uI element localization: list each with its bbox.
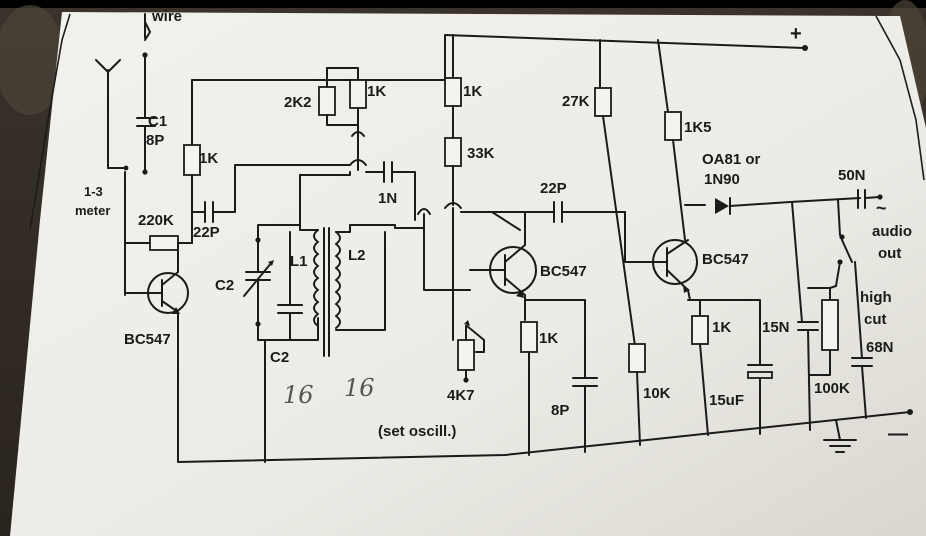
label-audio: audio (872, 223, 912, 240)
label-r-27k: 27K (562, 93, 590, 110)
label-r-1k-d: 1K (539, 330, 558, 347)
label-meter-range: 1-3 (84, 184, 103, 199)
label-meter: meter (75, 203, 110, 218)
label-wire: wire (151, 8, 182, 25)
label-c-1n: 1N (378, 190, 397, 207)
paper-margin-line-left (29, 13, 71, 231)
label-r-1k5: 1K5 (684, 119, 712, 136)
label-cut: cut (864, 311, 887, 328)
label-c-68n: 68N (866, 339, 894, 356)
circuit-wires (95, 13, 913, 463)
label-r-1k-b: 1K (367, 83, 386, 100)
label-c-15n: 15N (762, 319, 790, 336)
label-minus: — (888, 423, 908, 445)
handwritten-16-b: 16 (344, 374, 375, 402)
label-out: out (878, 245, 901, 262)
label-r-1k-left: 1K (199, 150, 218, 167)
handwritten-16-a: 16 (283, 381, 314, 409)
label-c-15uf: 15uF (709, 392, 744, 409)
label-l2: L2 (348, 247, 366, 264)
label-diode-type-b: 1N90 (704, 171, 740, 188)
label-q2: BC547 (540, 263, 587, 280)
label-r-33k: 33K (467, 145, 495, 162)
paper-sheet (10, 12, 926, 536)
label-c2-fixed: C2 (270, 349, 289, 366)
label-plus: + (790, 23, 802, 45)
top-letterbox (0, 0, 926, 8)
label-q1: BC547 (124, 331, 171, 348)
label-r-1k-e: 1K (712, 319, 731, 336)
label-c-22p-middle: 22P (540, 180, 567, 197)
component-labels: wire + — C1 8P 1-3 meter 1K 220K 22P BC5… (75, 8, 912, 445)
label-r-220k: 220K (138, 212, 174, 229)
label-r-1k-c: 1K (463, 83, 482, 100)
label-pot-4k7: 4K7 (447, 387, 475, 404)
label-c1: C1 (148, 113, 167, 130)
label-c-22p-left: 22P (193, 224, 220, 241)
label-l1: L1 (290, 253, 308, 270)
label-r-100k: 100K (814, 380, 850, 397)
label-ac-symbol: ~ (876, 198, 887, 218)
label-diode-type-a: OA81 or (702, 151, 761, 168)
label-c1-value: 8P (146, 132, 164, 149)
paper-margin-line-right (875, 15, 925, 181)
label-c2-variable: C2 (215, 277, 234, 294)
label-c-50n: 50N (838, 167, 866, 184)
label-r-2k2: 2K2 (284, 94, 312, 111)
label-high: high (860, 289, 892, 306)
label-r-10k: 10K (643, 385, 671, 402)
label-set-oscillator: (set oscill.) (378, 423, 456, 440)
label-c-8p: 8P (551, 402, 569, 419)
label-q3: BC547 (702, 251, 749, 268)
desk-object-left (0, 5, 65, 115)
